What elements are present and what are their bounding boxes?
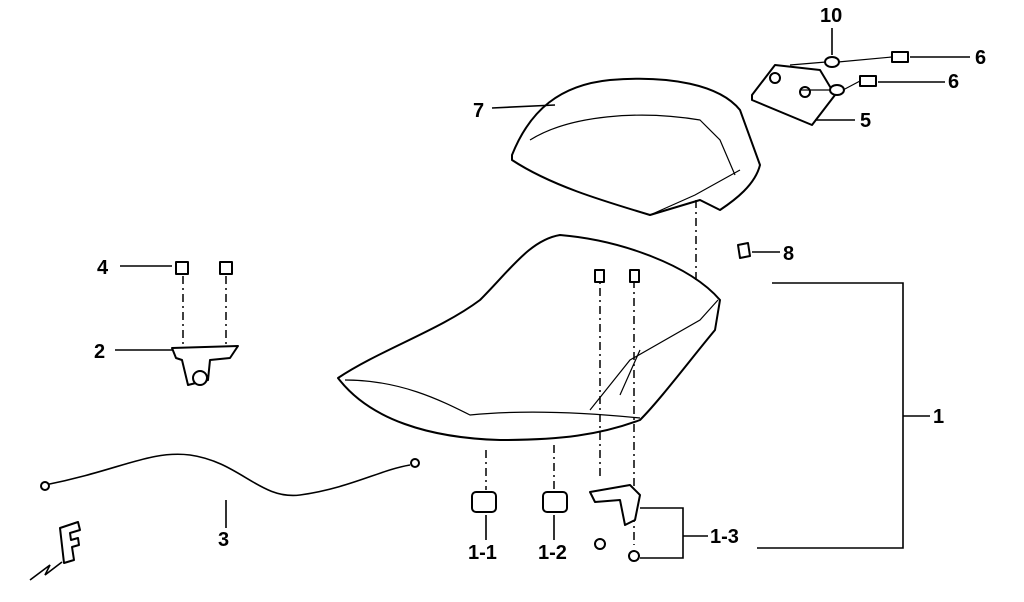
rear-seat-cushion xyxy=(511,77,761,216)
bolt xyxy=(891,51,909,63)
seat-cable xyxy=(40,453,420,497)
rear-bracket xyxy=(751,64,836,126)
rubber-damper xyxy=(542,491,568,513)
bolt xyxy=(219,261,233,275)
callout-1-2: 1-2 xyxy=(538,542,567,564)
front-direction-marker xyxy=(29,521,81,581)
main-seat xyxy=(337,234,721,441)
callout-6: 6 xyxy=(948,71,959,93)
rubber-damper xyxy=(471,491,497,513)
clip xyxy=(737,242,751,259)
seat-latch xyxy=(171,345,239,386)
callout-1: 1 xyxy=(933,406,944,428)
callout-7: 7 xyxy=(473,100,484,122)
callout-1-3: 1-3 xyxy=(710,526,739,548)
callout-3: 3 xyxy=(218,529,229,551)
seat-hinge-bracket xyxy=(589,269,641,562)
callout-2: 2 xyxy=(94,341,105,363)
callout-10: 10 xyxy=(820,5,842,27)
bolt xyxy=(859,75,877,87)
callout-8: 8 xyxy=(783,243,794,265)
washer xyxy=(824,56,840,68)
callout-5: 5 xyxy=(860,110,871,132)
washer xyxy=(829,84,845,96)
callout-1-1: 1-1 xyxy=(468,542,497,564)
callout-4: 4 xyxy=(97,257,109,279)
callout-6: 6 xyxy=(975,47,986,69)
bolt xyxy=(175,261,189,275)
